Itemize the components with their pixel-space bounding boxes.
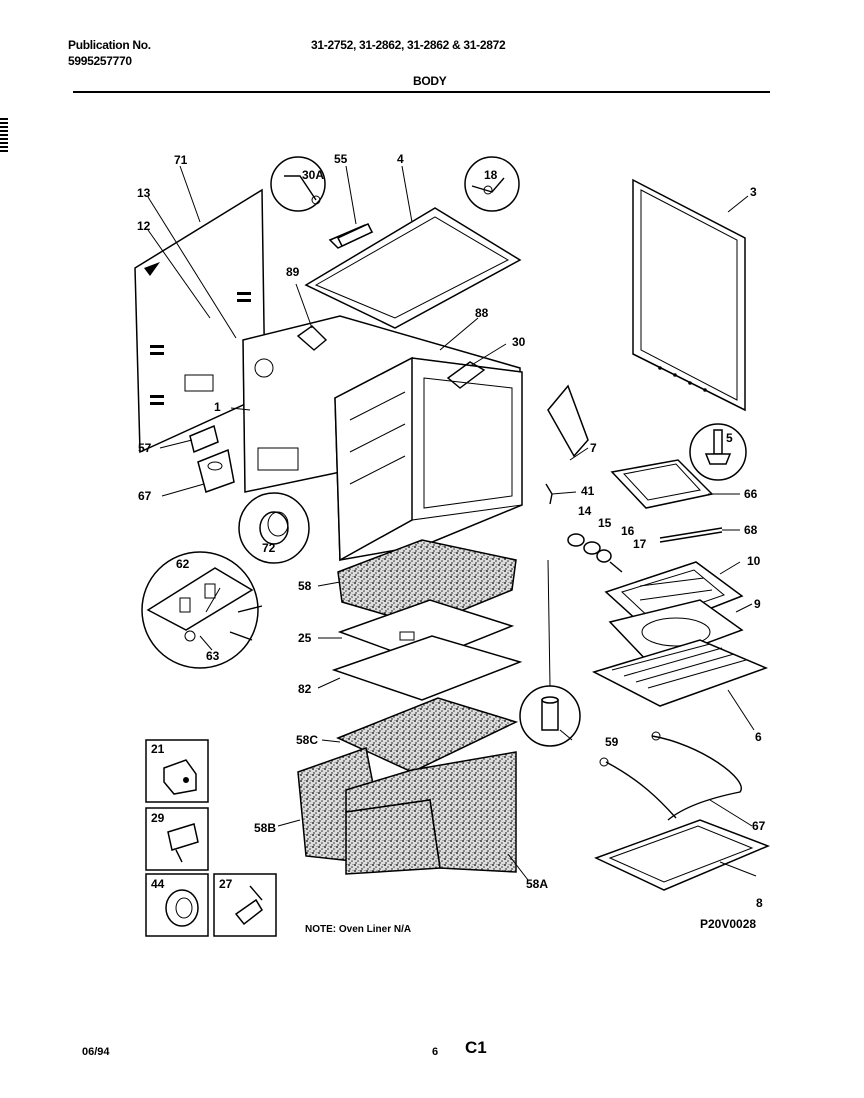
callout-63-28: 63 (206, 649, 220, 663)
callout-25-30: 25 (298, 631, 312, 645)
oven-rack-6 (592, 639, 769, 707)
bake-element-67 (599, 731, 742, 821)
callout-82-31: 82 (298, 682, 312, 696)
callout-68-19: 68 (744, 523, 758, 537)
callout-58b-33: 58B (254, 821, 276, 835)
bracket-41 (545, 483, 553, 505)
callout-72-6: 72 (262, 541, 276, 555)
callout-58-29: 58 (298, 579, 312, 593)
callout-3-14: 3 (750, 185, 757, 199)
callout-9-25: 9 (754, 597, 761, 611)
insulation-58a (345, 751, 517, 875)
callout-27-41: 27 (219, 877, 233, 891)
callout-58a-34: 58A (526, 877, 548, 891)
inset-box-27 (213, 873, 277, 937)
model-numbers: 31-2752, 31-2862, 31-2862 & 31-2872 (311, 38, 506, 52)
detail-circle-62 (141, 551, 263, 669)
callout-18-13: 18 (484, 168, 498, 182)
callout-16-22: 16 (621, 524, 635, 538)
callout-5-15: 5 (726, 431, 733, 445)
callout-55-8: 55 (334, 152, 348, 166)
header-rule (73, 91, 770, 93)
callout-15-21: 15 (598, 516, 612, 530)
footer-date: 06/94 (82, 1046, 110, 1058)
callout-58c-32: 58C (296, 733, 318, 747)
leader-lines (147, 165, 757, 881)
callout-14-20: 14 (578, 504, 592, 518)
callout-66-18: 66 (744, 487, 758, 501)
callout-10-24: 10 (747, 554, 761, 568)
publication-label: Publication No. (68, 38, 151, 52)
callout-17-23: 17 (633, 537, 647, 551)
scan-edge-mark (0, 118, 8, 154)
callout-62-27: 62 (176, 557, 190, 571)
insulation-58c (336, 697, 519, 773)
inset-box-29 (145, 807, 209, 871)
clip-89 (296, 325, 328, 351)
inset-box-21 (145, 739, 209, 803)
callout-57-4: 57 (138, 441, 152, 455)
callout-1-3: 1 (214, 400, 221, 414)
callout-29-39: 29 (151, 811, 165, 825)
rod-68 (659, 527, 723, 543)
callout-44-40: 44 (151, 877, 165, 891)
detail-circle-5 (689, 423, 747, 481)
callout-13-1: 13 (137, 186, 151, 200)
callout-71-0: 71 (174, 153, 188, 167)
diagram-code: P20V0028 (700, 917, 756, 931)
bracket-55 (336, 223, 374, 247)
callout-67-36: 67 (752, 819, 766, 833)
callout-30a-7: 30A (302, 168, 324, 182)
oven-cavity (334, 356, 523, 562)
section-title: BODY (413, 74, 447, 88)
detail-circle-30a (270, 156, 326, 212)
footer-page-number: 6 (432, 1046, 439, 1058)
callout-59-35: 59 (605, 735, 619, 749)
insulation-58 (337, 539, 517, 627)
callout-88-11: 88 (475, 306, 489, 320)
back-panel (134, 188, 266, 454)
callout-21-38: 21 (151, 742, 165, 756)
inset-box-44 (145, 873, 209, 937)
footer-section-code: C1 (465, 1038, 487, 1057)
bottom-panel-8 (594, 819, 771, 891)
callout-12-2: 12 (137, 219, 151, 233)
callout-41-17: 41 (581, 484, 595, 498)
callout-89-10: 89 (286, 265, 300, 279)
callout-67-5: 67 (138, 489, 152, 503)
detail-circle-30 (464, 156, 520, 212)
publication-number: 5995257770 (68, 54, 132, 68)
element-bracket-7 (547, 384, 589, 458)
callout-7-16: 7 (590, 441, 597, 455)
broiler-pan-9 (608, 599, 744, 665)
callout-30-12: 30 (512, 335, 526, 349)
bracket-67 (197, 448, 235, 493)
oven-liner-note: NOTE: Oven Liner N/A (305, 924, 411, 935)
detail-circle-59 (519, 685, 581, 747)
callout-4-9: 4 (397, 152, 404, 166)
detail-circle-72 (238, 492, 310, 564)
panel-82 (331, 635, 523, 701)
hinge-18 (446, 361, 486, 389)
bracket-57 (189, 424, 219, 454)
door-panel (632, 178, 746, 412)
callout-6-26: 6 (755, 730, 762, 744)
callout-8-37: 8 (756, 896, 763, 910)
socket-parts-14-17 (567, 533, 623, 573)
